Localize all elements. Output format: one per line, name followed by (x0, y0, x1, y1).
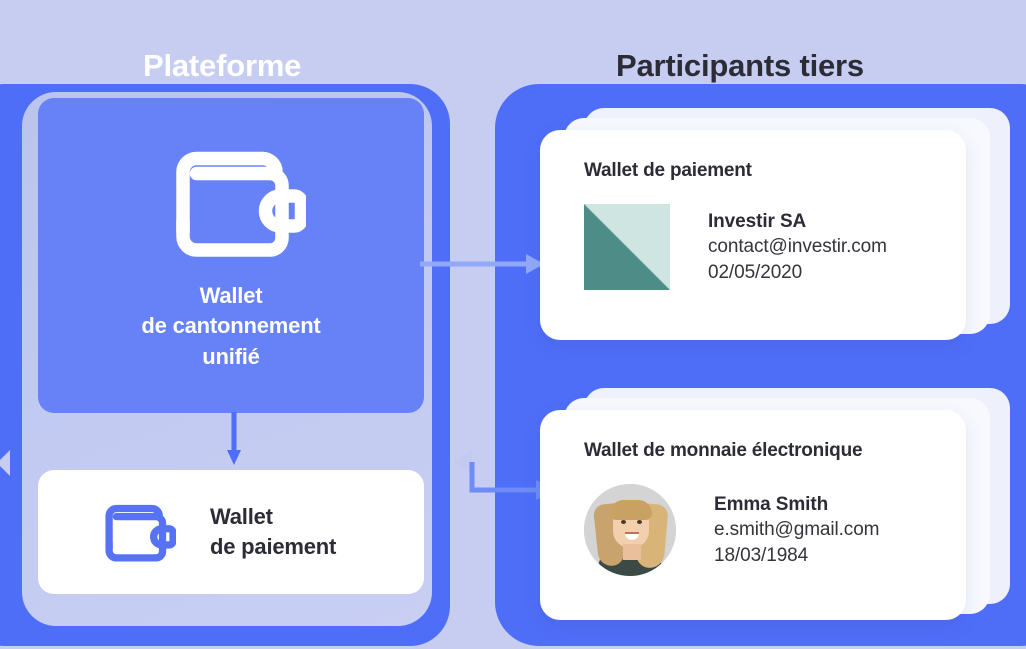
participant-card-1-details: Investir SA contact@investir.com 02/05/2… (708, 209, 887, 285)
plateforme-title: Plateforme (143, 48, 302, 83)
participant-card-1-title: Wallet de paiement (584, 160, 752, 181)
arrow-down-icon (227, 412, 241, 465)
participant-card-2-details: Emma Smith e.smith@gmail.com 18/03/1984 (714, 492, 880, 568)
participants-title: Participants tiers (616, 48, 864, 83)
participant-card-2-name: Emma Smith (714, 494, 829, 516)
participant-card-2-email: e.smith@gmail.com (714, 519, 880, 541)
connector-arrow-to-card-1 (420, 254, 544, 274)
avatar (584, 484, 676, 576)
arrow-left-edge-icon (0, 450, 10, 476)
payment-wallet-card[interactable]: Wallet de paiement (38, 470, 424, 594)
payment-wallet-line2: de paiement (210, 534, 337, 559)
unified-wallet-line2: de cantonnement (141, 313, 321, 339)
payment-wallet-line1: Wallet (210, 503, 273, 529)
participant-card-stack-1[interactable]: Wallet de paiement Investir SA contact@i… (540, 108, 1010, 340)
participant-card-1-entity: Investir SA contact@investir.com 02/05/2… (584, 204, 966, 290)
participant-card-stack-2[interactable]: Wallet de monnaie électronique Emma Smit… (540, 388, 1010, 620)
unified-wallet-line3: unifié (202, 343, 260, 369)
participant-card-1[interactable]: Wallet de paiement Investir SA contact@i… (540, 130, 966, 340)
participant-card-1-email: contact@investir.com (708, 236, 887, 258)
participant-card-1-date: 02/05/2020 (708, 261, 803, 283)
participant-card-2-date: 18/03/1984 (714, 544, 809, 566)
payment-wallet-label: Wallet de paiement (210, 502, 336, 563)
participant-card-2-title: Wallet de monnaie électronique (584, 440, 863, 461)
unified-wallet-line1: Wallet (199, 282, 263, 308)
participant-card-1-name: Investir SA (708, 211, 807, 233)
company-logo-icon (584, 204, 670, 290)
wallet-icon (105, 504, 176, 562)
unified-wallet-label: Wallet de cantonnement unifié (141, 281, 320, 372)
unified-wallet-card[interactable]: Wallet de cantonnement unifié (38, 98, 424, 413)
wallet-icon (176, 151, 306, 257)
participant-card-2-entity: Emma Smith e.smith@gmail.com 18/03/1984 (584, 484, 966, 576)
participant-card-2[interactable]: Wallet de monnaie électronique Emma Smit… (540, 410, 966, 620)
